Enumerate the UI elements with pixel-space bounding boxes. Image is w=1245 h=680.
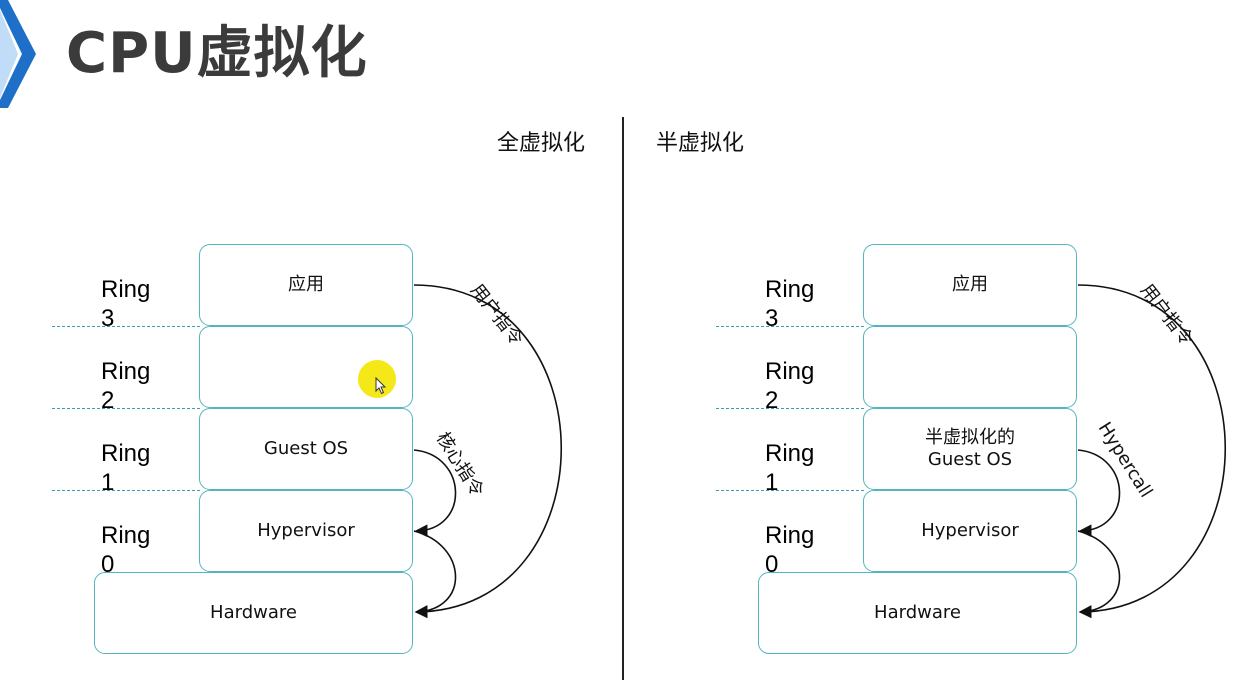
right-user-arrow [1077, 284, 1226, 619]
right-app-layer: 应用 [863, 244, 1077, 326]
left-ring-divider [52, 490, 200, 491]
right-hv-arrow [1077, 530, 1121, 618]
right-hypercall-arrow [1077, 449, 1121, 538]
left-ring-1-label: Ring 1 [101, 440, 151, 496]
right-ring-divider [716, 326, 864, 327]
section-divider [622, 117, 624, 680]
right-ring-2-label: Ring 2 [765, 358, 815, 414]
left-core-arrow-label: 核心指令 [432, 429, 488, 501]
para-virtualization-heading: 半虚拟化 [656, 131, 745, 156]
left-user-arrow-label: 用户指令 [466, 280, 527, 350]
right-ring2-layer [863, 326, 1077, 408]
right-hypervisor-layer: Hypervisor [863, 490, 1077, 572]
right-hardware-layer: Hardware [758, 572, 1077, 654]
page-title: CPU虚拟化 [66, 21, 368, 86]
left-ring-0-label: Ring 0 [101, 522, 151, 578]
chevron-icon [0, 0, 36, 108]
left-core-arrow [413, 449, 457, 538]
right-ring-3-label: Ring 3 [765, 276, 815, 332]
right-user-arrow-label: 用户指令 [1136, 280, 1197, 350]
left-ring-divider [52, 408, 200, 409]
right-ring-0-label: Ring 0 [765, 522, 815, 578]
right-ring-1-label: Ring 1 [765, 440, 815, 496]
left-ring-divider [52, 326, 200, 327]
right-ring-divider [716, 490, 864, 491]
left-app-layer: 应用 [199, 244, 413, 326]
left-hv-arrow [413, 530, 457, 618]
right-guest-os-layer: 半虚拟化的 Guest OS [863, 408, 1077, 490]
left-guest-os-layer: Guest OS [199, 408, 413, 490]
right-ring-divider [716, 408, 864, 409]
left-ring-2-label: Ring 2 [101, 358, 151, 414]
left-user-arrow [413, 284, 562, 619]
left-hypervisor-layer: Hypervisor [199, 490, 413, 572]
left-ring-3-label: Ring 3 [101, 276, 151, 332]
full-virtualization-heading: 全虚拟化 [497, 131, 586, 156]
left-hardware-layer: Hardware [94, 572, 413, 654]
mouse-pointer-icon [375, 377, 387, 395]
